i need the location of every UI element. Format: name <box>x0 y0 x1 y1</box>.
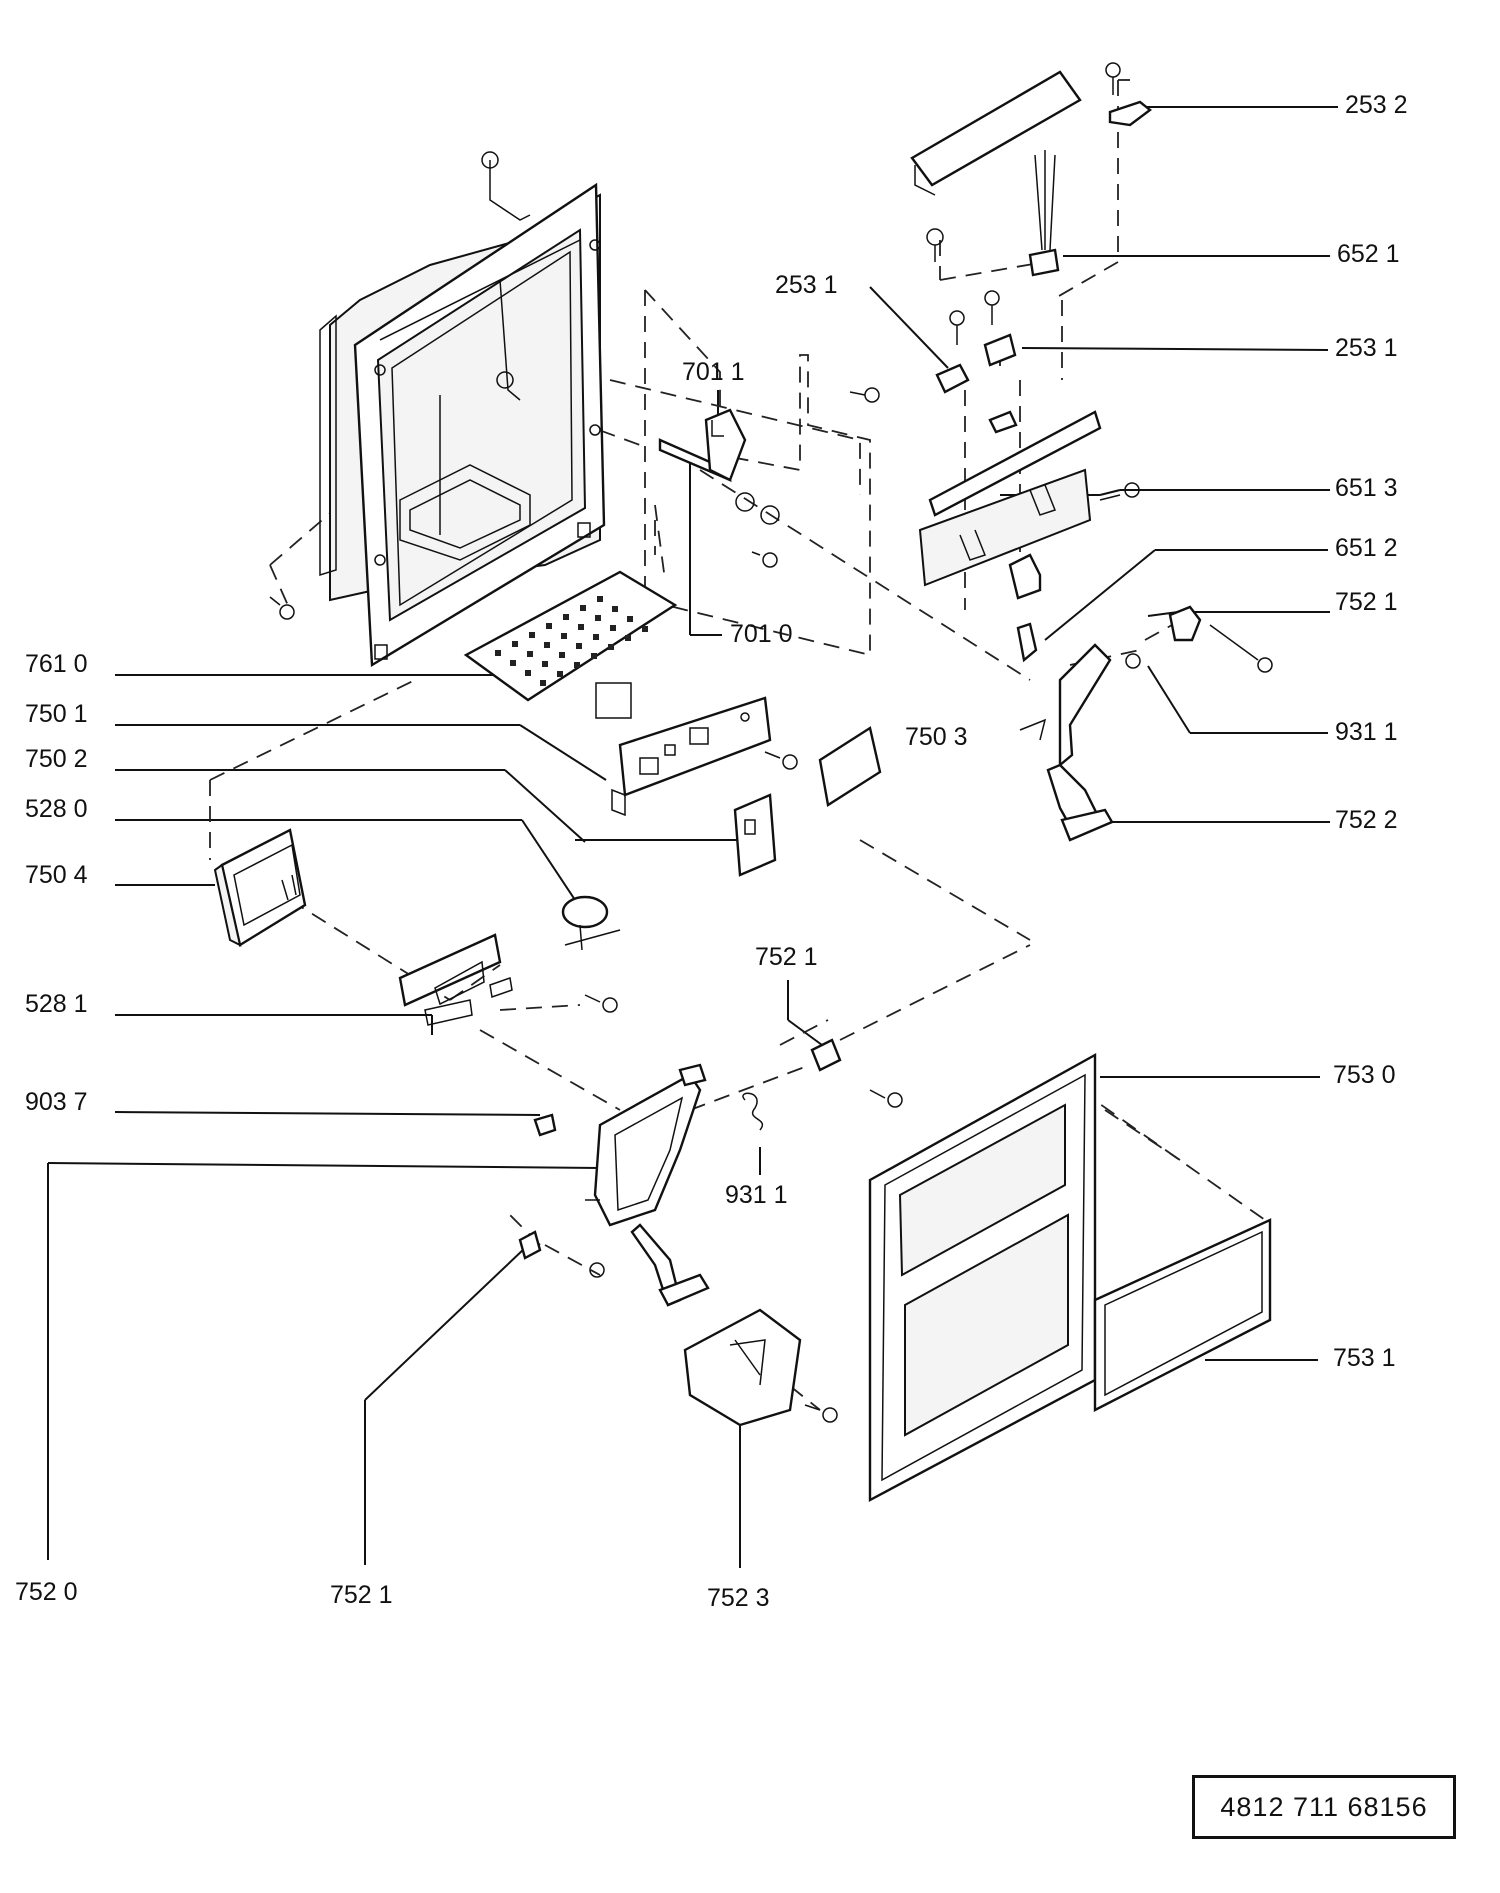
callout-7610: 761 0 <box>25 650 88 678</box>
part-5280 <box>561 895 621 951</box>
clip-7521-bottom <box>518 1230 605 1278</box>
callout-7503: 750 3 <box>905 723 968 751</box>
panel-7504 <box>213 828 307 947</box>
callout-7501: 750 1 <box>25 700 88 728</box>
part-7523 <box>683 1308 838 1427</box>
callout-6521: 652 1 <box>1337 240 1400 268</box>
callout-7522: 752 2 <box>1335 806 1398 834</box>
callout-7521-right: 752 1 <box>1335 588 1398 616</box>
panel-7502 <box>733 793 777 877</box>
callout-7521-mid: 752 1 <box>755 943 818 971</box>
part-9037 <box>533 1113 557 1137</box>
bracket-part <box>918 410 1140 587</box>
spring-9311 <box>742 1092 763 1131</box>
top-trim <box>910 62 1152 196</box>
callout-5280: 528 0 <box>25 795 88 823</box>
callout-9311-mid: 931 1 <box>725 1181 788 1209</box>
panel-7503 <box>818 726 882 807</box>
door-insert <box>1093 1218 1272 1412</box>
shaft-part <box>658 387 880 568</box>
callout-7530: 753 0 <box>1333 1061 1396 1089</box>
lever-upper <box>1019 605 1273 842</box>
probe-part <box>926 150 1060 277</box>
callout-2531-right: 253 1 <box>1335 334 1398 362</box>
document-number: 4812 711 68156 <box>1192 1775 1456 1839</box>
switch-parts <box>935 290 1018 434</box>
part-6512 <box>1008 553 1042 663</box>
callout-7520: 752 0 <box>15 1578 78 1606</box>
callout-7011: 701 1 <box>682 358 745 386</box>
callout-6512: 651 2 <box>1335 534 1398 562</box>
callout-7523: 752 3 <box>707 1584 770 1612</box>
lever-lower <box>585 1063 710 1307</box>
callout-7521-bottom: 752 1 <box>330 1581 393 1609</box>
part-5281 <box>398 933 618 1026</box>
door-panel <box>868 1052 1097 1502</box>
callout-7010: 701 0 <box>730 620 793 648</box>
grille-part <box>463 570 678 719</box>
callout-7502: 750 2 <box>25 745 88 773</box>
callout-9037: 903 7 <box>25 1088 88 1116</box>
callout-7504: 750 4 <box>25 861 88 889</box>
control-panel <box>611 696 798 817</box>
grille-holes <box>495 596 648 686</box>
callout-6513: 651 3 <box>1335 474 1398 502</box>
callout-5281: 528 1 <box>25 990 88 1018</box>
callout-7531: 753 1 <box>1333 1344 1396 1372</box>
dispenser-housing <box>319 151 606 668</box>
screws <box>269 596 295 620</box>
callout-2532: 253 2 <box>1345 91 1408 119</box>
clip-7521 <box>810 1038 903 1108</box>
callout-9311-right: 931 1 <box>1335 718 1398 746</box>
callout-2531-top: 253 1 <box>775 271 838 299</box>
